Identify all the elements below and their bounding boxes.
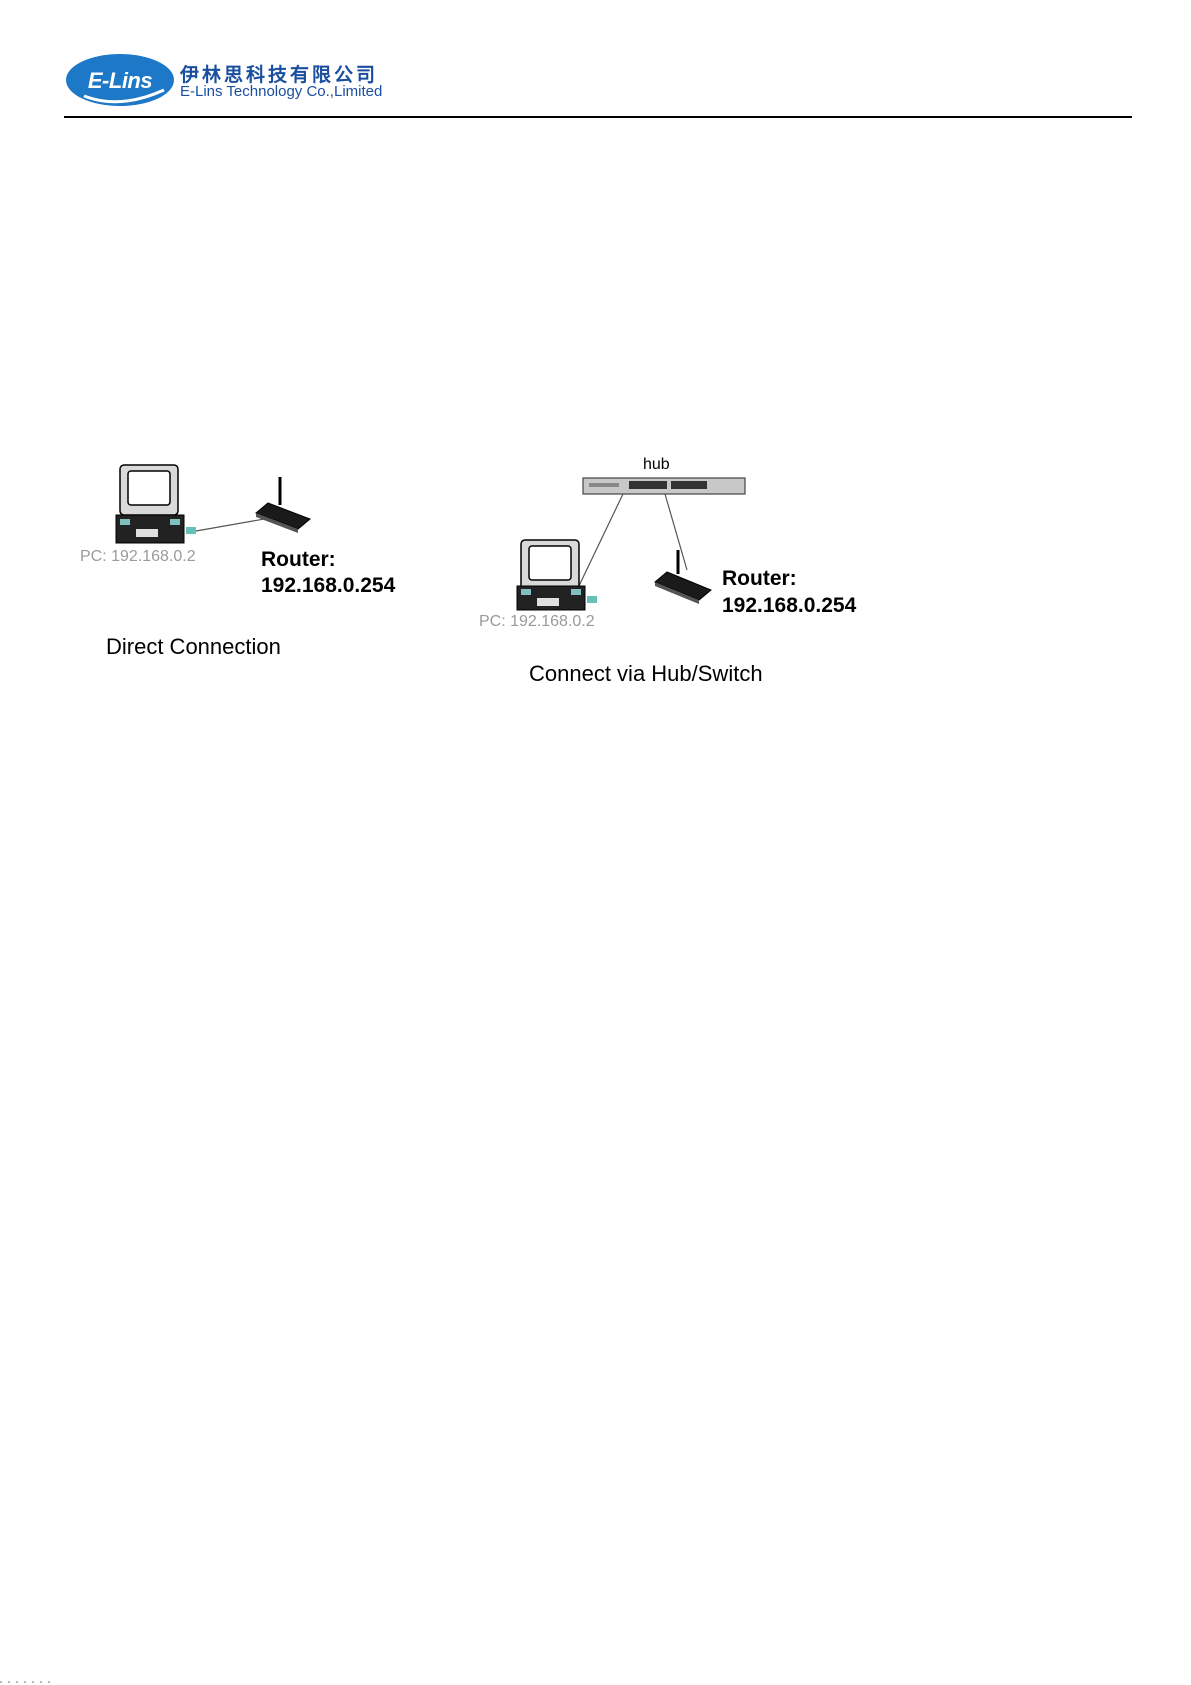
logo-text: E-Lins: [70, 68, 170, 94]
page-edge-mark: [0, 1677, 60, 1683]
pc-icon: [116, 465, 196, 543]
hub-router-label-line1: Router:: [722, 566, 797, 591]
router-icon: [256, 477, 310, 533]
direct-router-label-line2: 192.168.0.254: [261, 573, 395, 598]
hub-pc-label: PC: 192.168.0.2: [479, 613, 595, 631]
pc-icon: [517, 540, 597, 610]
hub-pc-cable: [577, 494, 623, 590]
direct-router-label-line1: Router:: [261, 547, 336, 572]
direct-connection-drawing: [100, 455, 340, 555]
hub-icon: [583, 478, 745, 494]
company-logo: E-Lins: [64, 50, 176, 110]
hub-router-label-line2: 192.168.0.254: [722, 593, 856, 618]
header-divider: [64, 116, 1132, 118]
direct-pc-label: PC: 192.168.0.2: [80, 548, 196, 566]
company-name-en: E-Lins Technology Co.,Limited: [180, 83, 382, 100]
hub-connection-caption: Connect via Hub/Switch: [529, 661, 763, 687]
hub-router-cable: [665, 494, 687, 570]
direct-cable: [196, 518, 270, 531]
direct-connection-caption: Direct Connection: [106, 634, 281, 660]
hub-connection-drawing: [515, 470, 755, 615]
